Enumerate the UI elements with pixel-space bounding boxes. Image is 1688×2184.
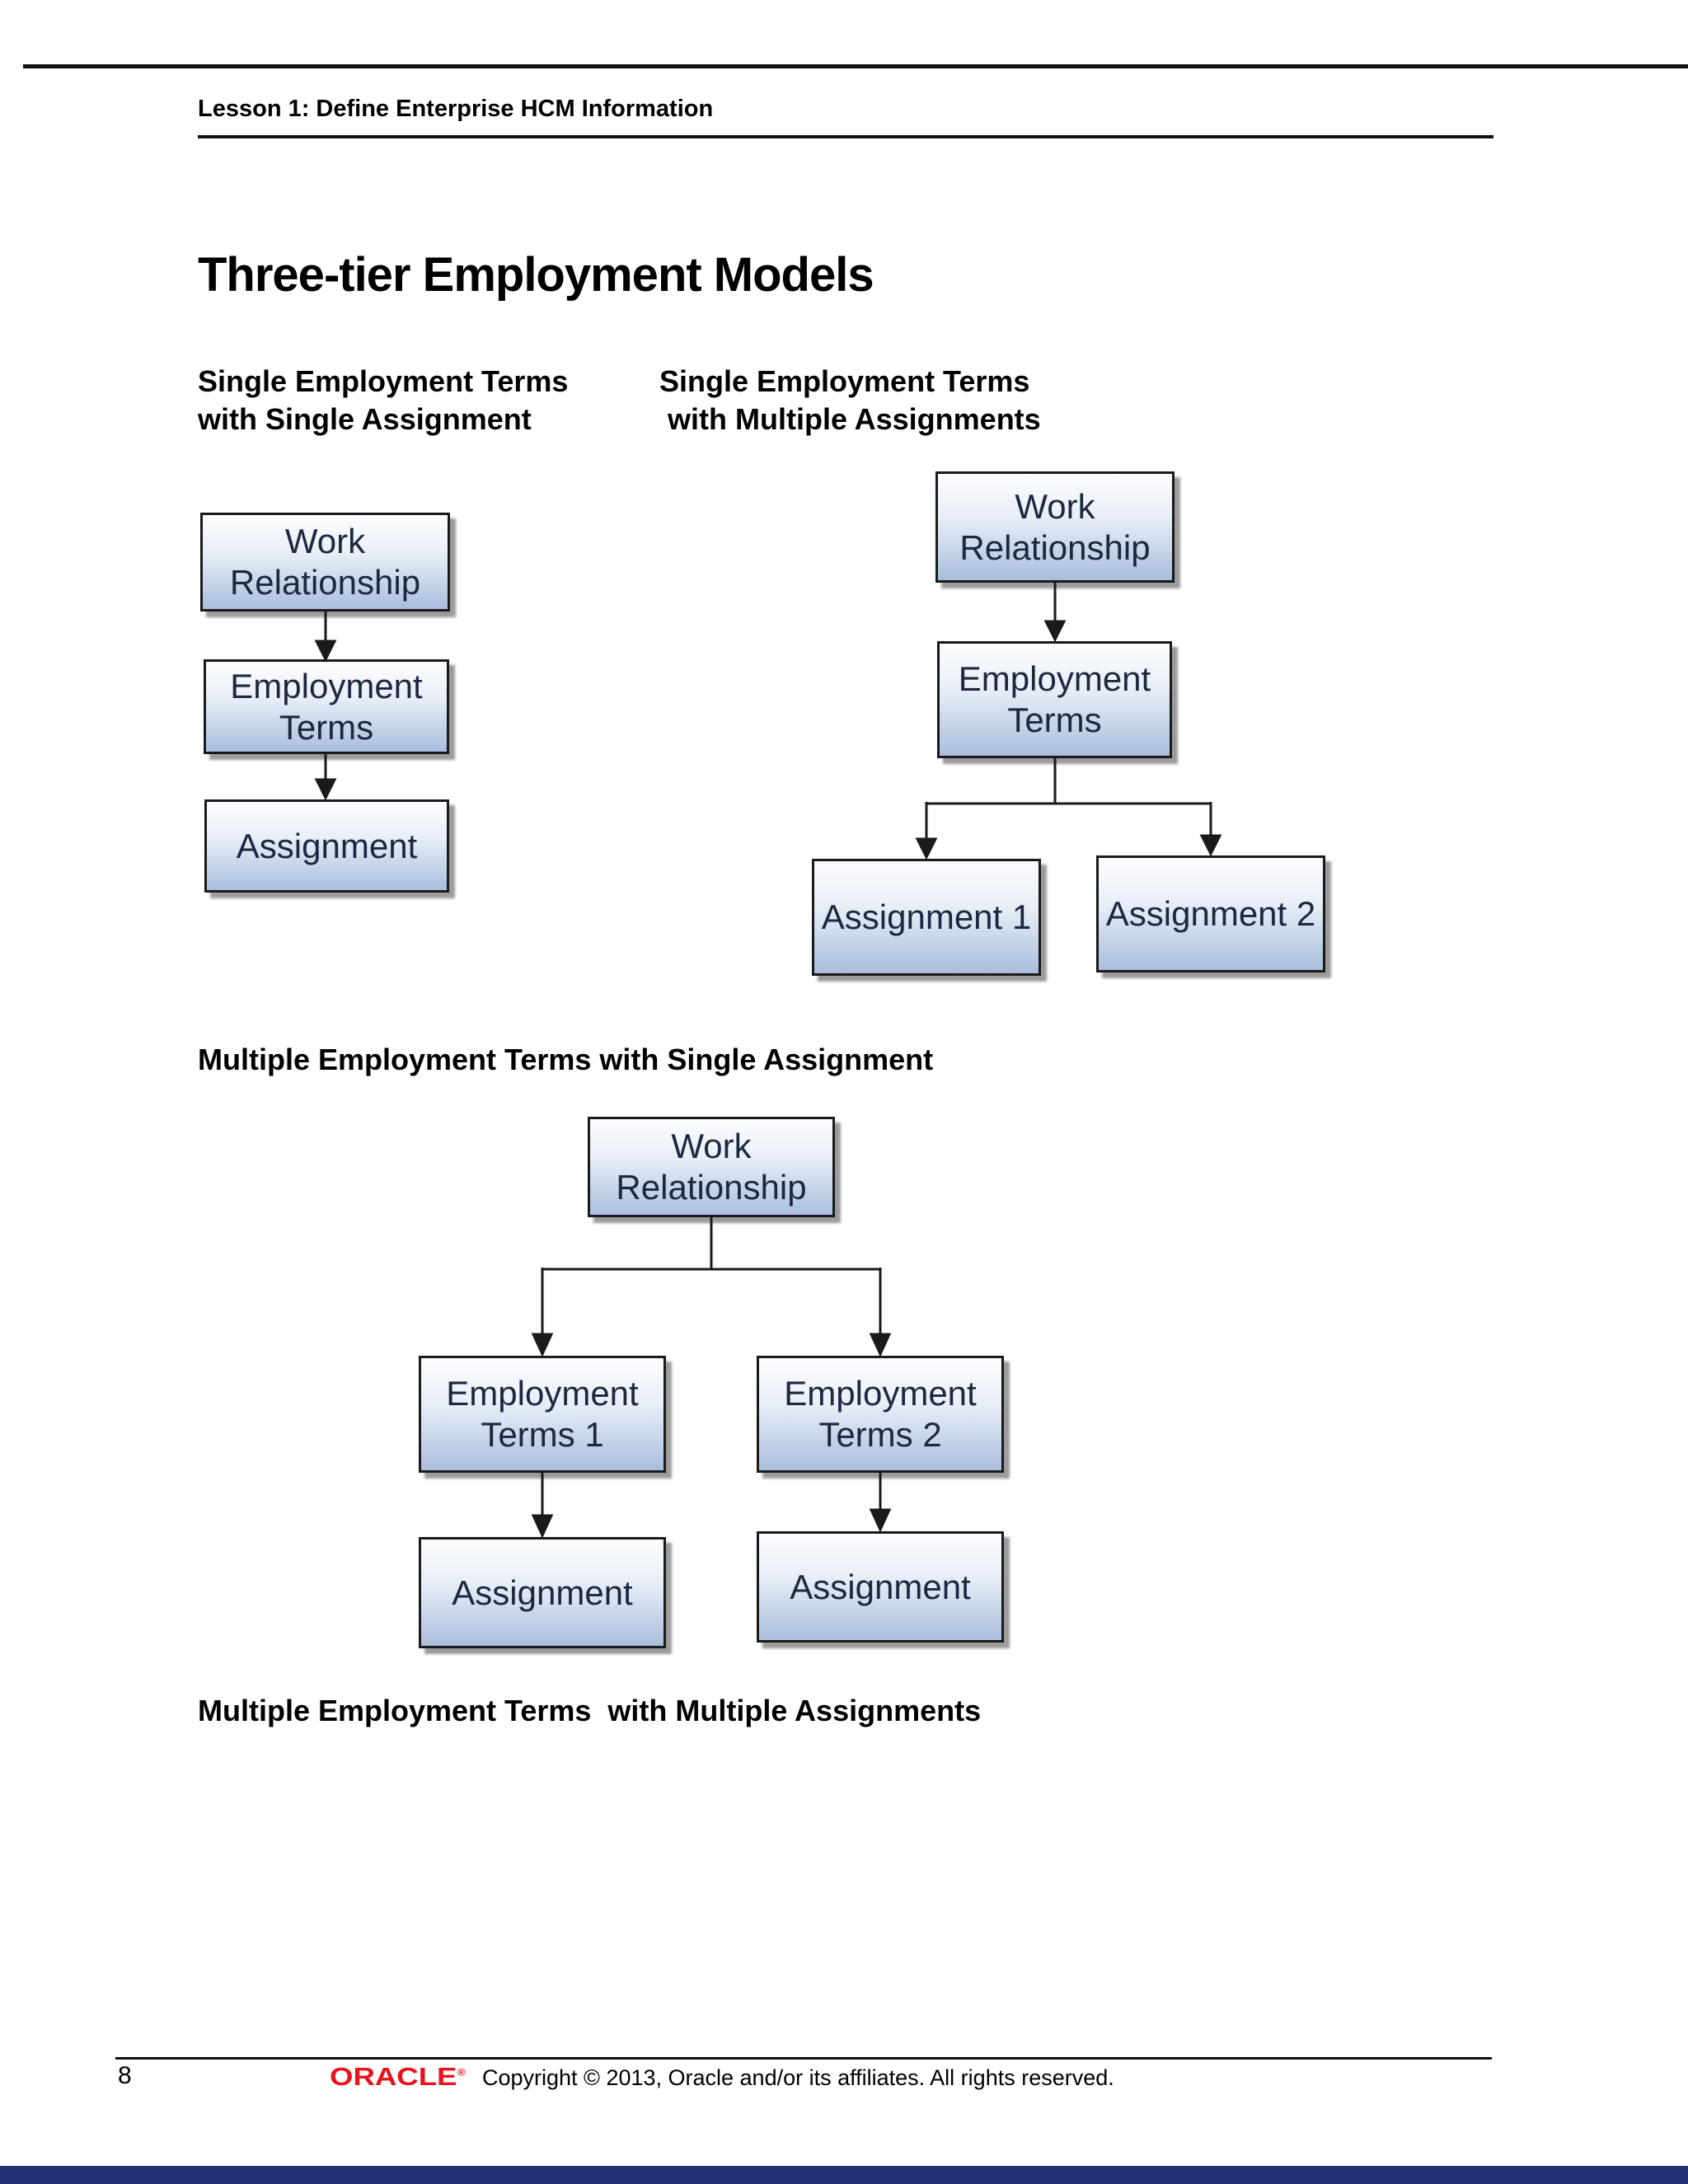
arrowhead-icon — [531, 1514, 554, 1539]
lesson-header: Lesson 1: Define Enterprise HCM Informat… — [198, 96, 714, 122]
box-work-relationship-d1: Work Relationship — [200, 513, 450, 612]
arrowhead-icon — [869, 1333, 892, 1357]
box-work-relationship-d2: Work Relationship — [935, 471, 1175, 583]
heading-multiple-employment-single-assignment: Multiple Employment Terms with Single As… — [198, 1043, 934, 1076]
box-assignment-left-d3: Assignment — [419, 1537, 666, 1648]
heading-single-employment-multiple-assignments: Single Employment Terms with Multiple As… — [659, 364, 1041, 437]
box-employment-terms-d2: Employment Terms — [937, 641, 1172, 758]
oracle-logo: ORACLE® — [330, 2062, 466, 2092]
arrowhead-icon — [531, 1333, 554, 1357]
box-work-relationship-d3: Work Relationship — [588, 1117, 835, 1217]
heading-multiple-employment-multiple-assignments: Multiple Employment Terms with Multiple … — [198, 1694, 982, 1727]
box-assignment-right-d3: Assignment — [757, 1531, 1004, 1643]
oracle-logo-text: ORACLE — [330, 2062, 457, 2091]
page-number: 8 — [118, 2062, 132, 2089]
arrowhead-icon — [1199, 834, 1222, 857]
arrowhead-icon — [1043, 620, 1067, 643]
arrowhead-icon — [915, 837, 938, 860]
box-employment-terms-d1: Employment Terms — [204, 659, 449, 754]
header-underline — [198, 135, 1493, 138]
box-assignment-2-d2: Assignment 2 — [1096, 855, 1325, 972]
box-employment-terms-1-d3: Employment Terms 1 — [419, 1356, 666, 1473]
page-title: Three-tier Employment Models — [198, 248, 874, 302]
arrowhead-icon — [869, 1508, 892, 1533]
box-assignment-d1: Assignment — [204, 799, 449, 893]
box-assignment-1-d2: Assignment 1 — [812, 859, 1041, 976]
arrowhead-icon — [314, 640, 337, 663]
heading-single-employment-single-assignment: Single Employment Terms with Single Assi… — [198, 364, 569, 437]
footer-copyright: Copyright © 2013, Oracle and/or its affi… — [482, 2065, 1114, 2090]
bottom-bar — [0, 2166, 1688, 2184]
top-rule — [23, 64, 1688, 68]
registered-trademark-icon: ® — [457, 2066, 466, 2079]
arrowhead-icon — [314, 778, 337, 801]
box-employment-terms-2-d3: Employment Terms 2 — [757, 1356, 1004, 1473]
footer-rule — [115, 2057, 1492, 2060]
